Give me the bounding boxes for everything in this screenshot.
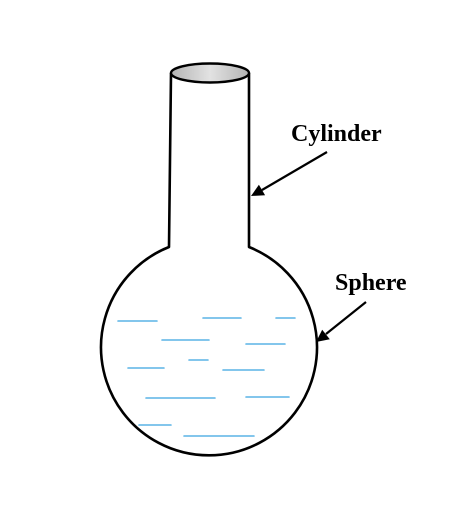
sphere-label: Sphere <box>335 270 407 296</box>
flask-mouth <box>169 62 251 84</box>
cylinder-label: Cylinder <box>291 121 382 147</box>
flask-outline <box>99 72 319 457</box>
liquid-lines <box>117 317 296 437</box>
sphere-arrow <box>316 301 367 342</box>
cylinder-arrow <box>251 151 328 196</box>
